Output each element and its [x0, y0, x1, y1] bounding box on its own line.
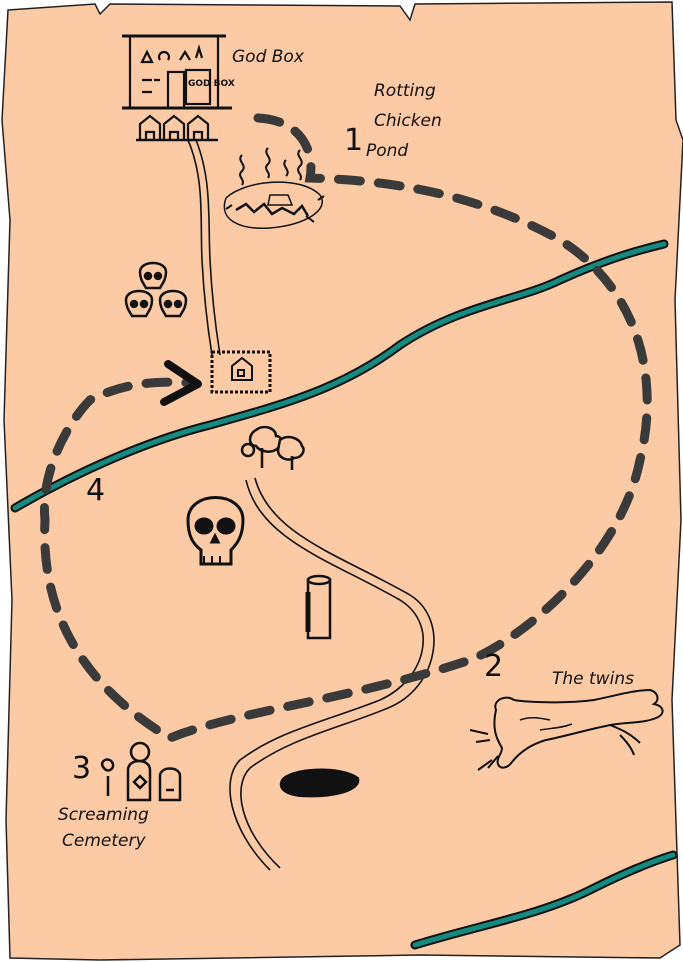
river-upper-water: [12, 241, 667, 511]
arrow-head-icon: [160, 360, 202, 406]
waypoint-1: 1: [344, 123, 363, 158]
stink-lines-icon: [239, 147, 303, 186]
river-lower-water: [412, 852, 676, 948]
waypoint-4: 4: [86, 473, 105, 508]
large-skull-icon: [186, 496, 245, 566]
rotting-label-line2: Chicken: [374, 111, 442, 131]
cemetery-label-line1: Screaming: [58, 805, 149, 825]
waypoint-3: 3: [72, 751, 91, 786]
god-box-building: [122, 34, 232, 142]
god-box-label: God Box: [232, 47, 305, 67]
trees-icon: [240, 425, 305, 470]
twins-figure-icon: [469, 688, 664, 771]
winding-trail: [229, 477, 435, 871]
god-box-door-label: GOD BOX: [188, 79, 235, 89]
waypoint-2: 2: [484, 649, 503, 684]
skull-pile-icon: [124, 261, 188, 318]
footpath: [187, 139, 221, 356]
fenced-house-icon: [210, 350, 272, 394]
rotting-label-line1: Rotting: [374, 81, 436, 101]
cemetery-label-line2: Cemetery: [62, 831, 146, 851]
stone-pillar-icon: [305, 574, 332, 640]
twins-label: The twins: [552, 669, 634, 689]
rotting-label-line3: Pond: [366, 141, 408, 161]
tombstones-icon: [100, 741, 182, 802]
dashed-route: [39, 113, 652, 744]
chicken-pond-icon: [223, 181, 325, 229]
pit-hole-icon: [279, 768, 360, 798]
